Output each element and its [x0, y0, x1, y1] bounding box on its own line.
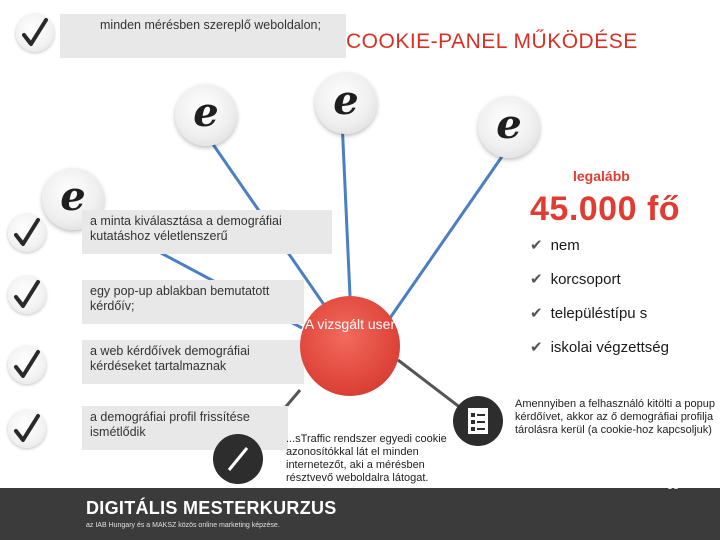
- criterion-label: településtípu s: [550, 305, 648, 322]
- checkmark-icon: [8, 214, 46, 252]
- checkmark-icon: ✔: [530, 237, 543, 254]
- checkmark-icon: ✔: [530, 339, 543, 356]
- left-item: a web kérdőívek demográfiai kérdéseket t…: [82, 340, 304, 384]
- checkmark-icon: ✔: [530, 271, 543, 288]
- checkmark-icon: [16, 14, 54, 52]
- criterion-item: ✔ nem: [530, 236, 580, 254]
- connector-line: [340, 119, 352, 297]
- footer-subtitle: az IAB Hungary és a MAKSZ közös online m…: [86, 522, 280, 529]
- criterion-label: iskolai végzettség: [550, 339, 669, 356]
- form-checklist-icon: [453, 396, 503, 446]
- internet-explorer-icon: e: [175, 84, 237, 146]
- wand-icon: [213, 434, 263, 484]
- left-item: a minta kiválasztása a demográfiai kutat…: [82, 210, 332, 254]
- criterion-item: ✔ korcsoport: [530, 270, 621, 288]
- sample-size: 45.000 fő: [530, 190, 681, 228]
- gemius-description: ...sTraffic rendszer egyedi cookie azono…: [286, 433, 447, 484]
- page-number: 55: [667, 480, 680, 492]
- internet-explorer-icon: e: [478, 96, 540, 158]
- footer-brand: DIGITÁLIS MESTERKURZUS: [86, 498, 337, 518]
- left-item: minden mérésben szereplő weboldalon;: [60, 14, 346, 58]
- checkmark-icon: [8, 346, 46, 384]
- slide-title: COOKIE-PANEL MŰKÖDÉSE: [346, 30, 638, 53]
- minimum-label: legalább: [573, 168, 630, 184]
- internet-explorer-icon: e: [315, 72, 377, 134]
- checkmark-icon: ✔: [530, 305, 543, 322]
- user-node: A vizsgált user: [300, 296, 400, 396]
- criterion-item: ✔ iskolai végzettség: [530, 338, 669, 356]
- checkmark-icon: [8, 410, 46, 448]
- connector-line: [388, 144, 512, 319]
- left-item: egy pop-up ablakban bemutatott kérdőív;: [82, 280, 304, 324]
- checkmark-icon: [8, 276, 46, 314]
- criterion-item: ✔ településtípu s: [530, 304, 680, 324]
- criterion-label: nem: [550, 237, 580, 254]
- footer-bar: [0, 488, 720, 540]
- criterion-label: korcsoport: [550, 271, 621, 288]
- popup-description: Amennyiben a felhasználó kitölti a popup…: [515, 398, 715, 436]
